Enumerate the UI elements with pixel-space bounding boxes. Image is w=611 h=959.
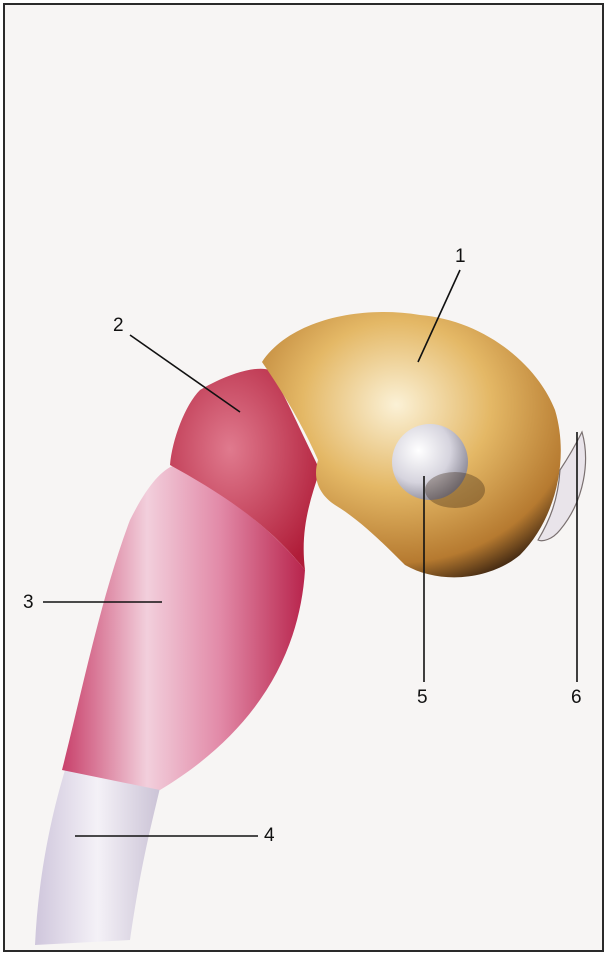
label-6: 6 bbox=[571, 688, 582, 707]
label-3: 3 bbox=[23, 593, 34, 612]
label-1: 1 bbox=[455, 247, 466, 266]
root-tip-region bbox=[35, 770, 160, 945]
label-2: 2 bbox=[113, 316, 124, 335]
label-4: 4 bbox=[264, 826, 275, 845]
label-5: 5 bbox=[417, 688, 428, 707]
